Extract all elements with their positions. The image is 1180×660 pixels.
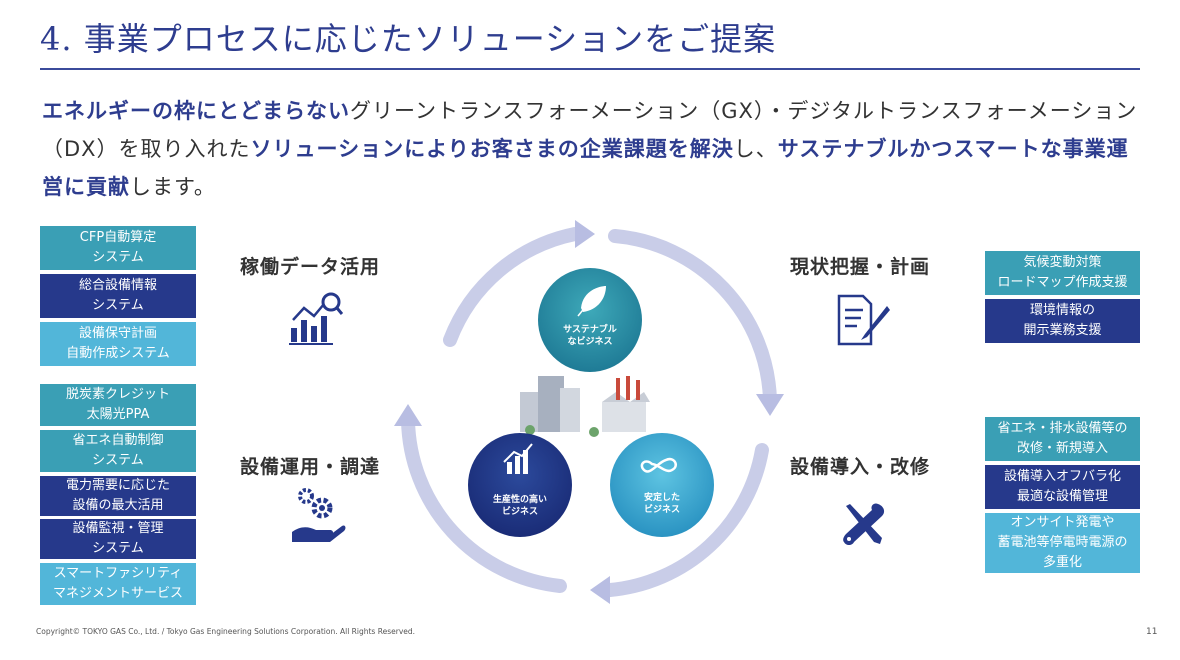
page-number: 11: [1146, 627, 1158, 637]
circle-stable-line1: 安定した: [644, 491, 680, 503]
cycle-arrowheads: [394, 220, 784, 604]
intro-text-2: し、: [733, 137, 778, 161]
phase-operation: 設備運用・調達: [240, 456, 381, 478]
analytics-chart-icon: [289, 292, 343, 345]
solution-box-smart-facility: スマートファシリティ マネジメントサービス: [40, 563, 196, 605]
gear-hand-icon: [292, 488, 346, 542]
intro-highlight-2: ソリューションによりお客さまの企業課題を解決: [250, 137, 734, 161]
solution-box-energy-control: 省エネ自動制御 システム: [40, 430, 196, 472]
business-cycle-diagram: サステナブル なビジネス 生産性の高い ビジネス 安定した ビジネス: [394, 220, 784, 604]
buildings-illustration: [520, 376, 650, 437]
circle-sustainable: サステナブル なビジネス: [538, 268, 642, 372]
circle-productive-line2: ビジネス: [502, 505, 538, 517]
intro-text-1: グリーントランスフォーメーション（GX）・デジタルトランスフォーメーション（DX…: [42, 99, 1138, 161]
solution-box-climate-roadmap: 気候変動対策 ロードマップ作成支援: [985, 251, 1140, 295]
cycle-arrows: [401, 227, 777, 597]
intro-text: エネルギーの枠にとどまらないグリーントランスフォーメーション（GX）・デジタルト…: [42, 92, 1142, 206]
phase-planning: 現状把握・計画: [790, 256, 931, 278]
solution-box-facility-info: 総合設備情報 システム: [40, 274, 196, 318]
circle-stable-line2: ビジネス: [644, 503, 680, 515]
page-title: 4. 事業プロセスに応じたソリューションをご提案: [40, 20, 777, 58]
solution-box-onsite-power: オンサイト発電や 蓄電池等停電時電源の 多重化: [985, 513, 1140, 573]
solution-box-decarbon-credit: 脱炭素クレジット 太陽光PPA: [40, 384, 196, 426]
circle-sustainable-line1: サステナブル: [563, 323, 617, 335]
copyright-text: Copyright© TOKYO GAS Co., Ltd. / Tokyo G…: [36, 627, 416, 636]
solution-box-equipment-renovation: 省エネ・排水設備等の 改修・新規導入: [985, 417, 1140, 461]
title-divider: [40, 68, 1140, 70]
solution-box-power-demand: 電力需要に応じた 設備の最大活用: [40, 476, 196, 516]
intro-highlight-3: サステナブルかつスマートな事業運営に貢献: [42, 137, 1129, 199]
wrench-screwdriver-icon: [843, 503, 885, 545]
phase-installation: 設備導入・改修: [790, 456, 931, 478]
circle-productive: 生産性の高い ビジネス: [468, 433, 572, 537]
solution-box-env-disclosure: 環境情報の 開示業務支援: [985, 299, 1140, 343]
circle-stable: 安定した ビジネス: [610, 433, 714, 537]
intro-highlight-1: エネルギーの枠にとどまらない: [42, 99, 350, 123]
phase-data-utilization: 稼働データ活用: [240, 256, 381, 278]
intro-text-3: します。: [130, 175, 216, 199]
solution-box-maintenance-plan: 設備保守計画 自動作成システム: [40, 322, 196, 366]
solution-box-monitoring: 設備監視・管理 システム: [40, 519, 196, 559]
document-pen-icon: [837, 294, 890, 346]
circle-sustainable-line2: なビジネス: [567, 335, 612, 347]
solution-box-cfp: CFP自動算定 システム: [40, 226, 196, 270]
circle-productive-line1: 生産性の高い: [493, 493, 547, 505]
solution-box-offbalance: 設備導入オフバラ化 最適な設備管理: [985, 465, 1140, 509]
